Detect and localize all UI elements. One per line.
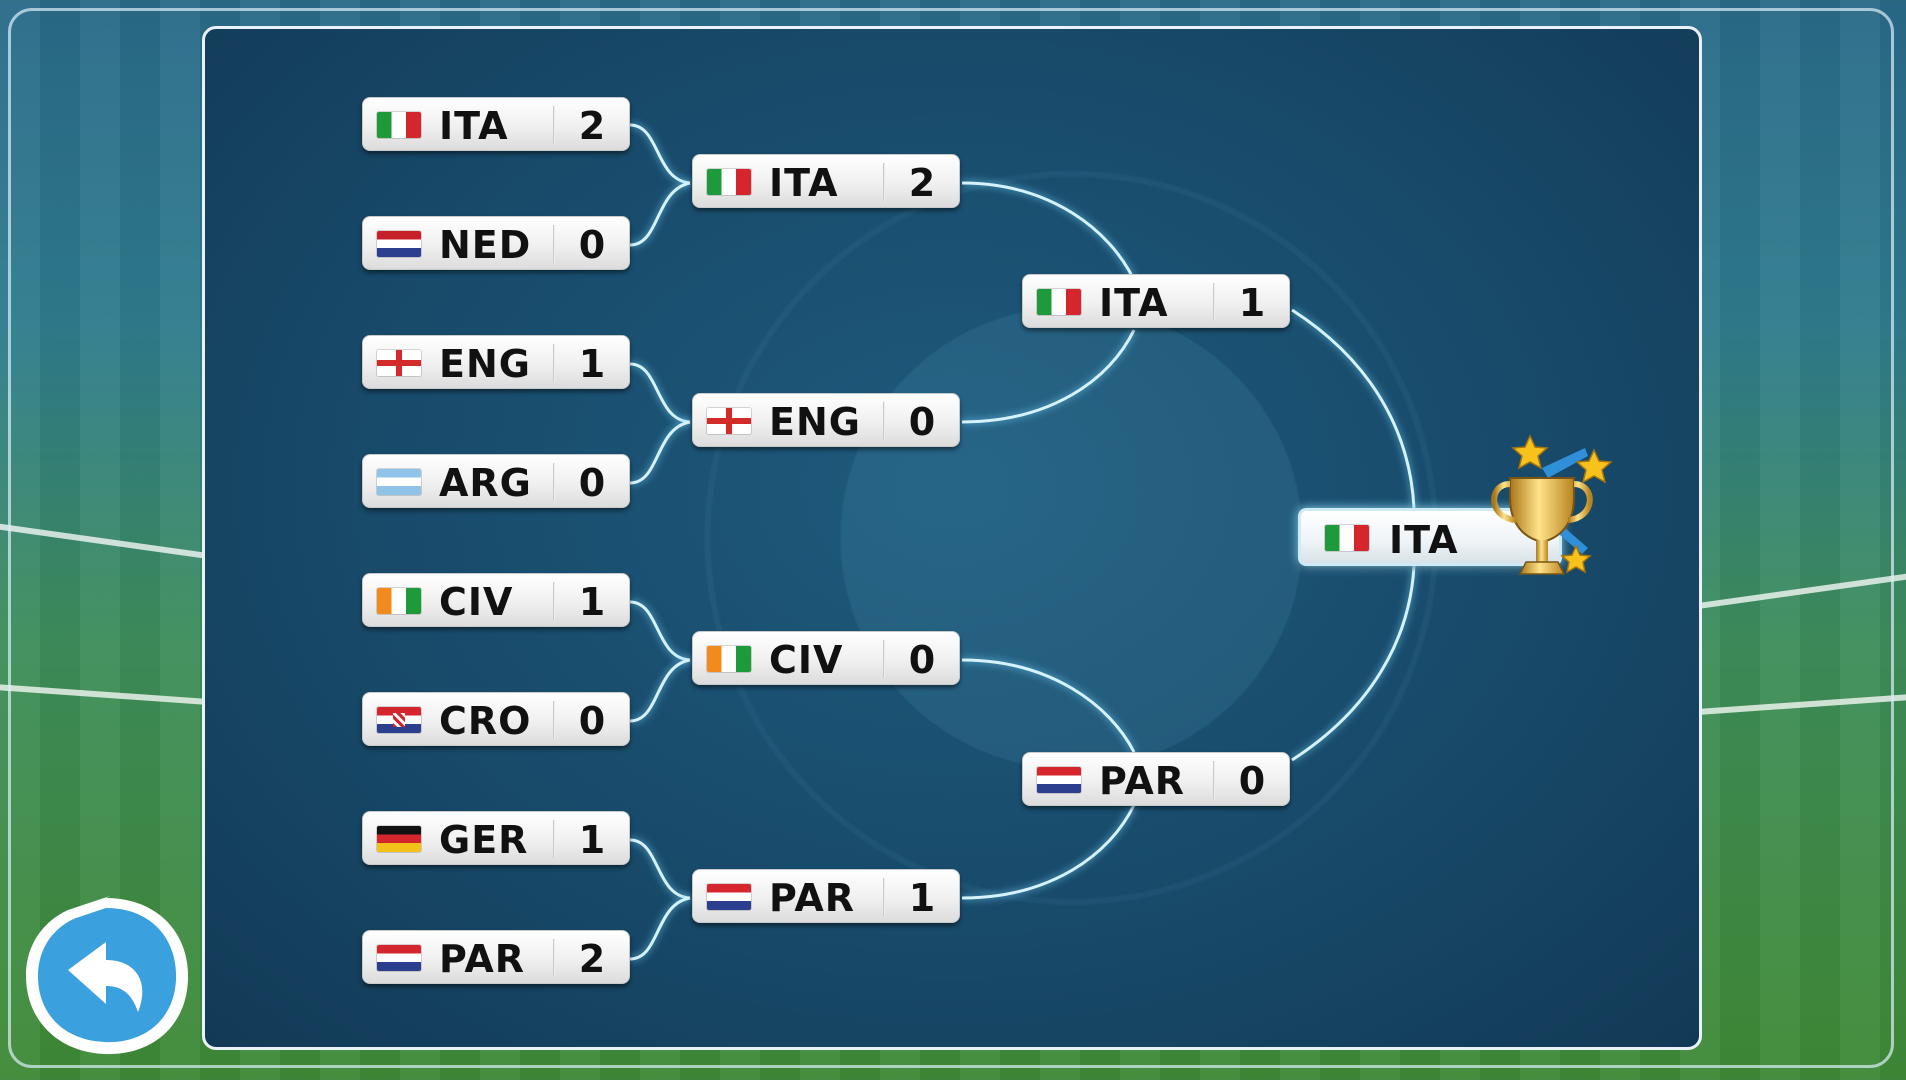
connector (629, 362, 691, 424)
team-score: 2 (908, 161, 936, 205)
champion-slot: ITA (1298, 508, 1562, 566)
team-score: 2 (578, 937, 606, 981)
team-code: PAR (769, 876, 856, 920)
match-slot-r1-3[interactable]: ENG 1 (362, 335, 630, 389)
connector (629, 896, 691, 961)
team-score: 1 (908, 876, 936, 920)
team-code: GER (439, 818, 529, 862)
paraguay-flag-icon (377, 945, 421, 971)
team-score: 1 (578, 818, 606, 862)
italy-flag-icon (1037, 289, 1081, 315)
team-score: 0 (908, 638, 936, 682)
match-slot-r1-7[interactable]: GER 1 (362, 811, 630, 865)
match-slot-r1-8[interactable]: PAR 2 (362, 930, 630, 984)
team-score: 0 (1238, 759, 1266, 803)
italy-flag-icon (1325, 525, 1369, 551)
match-slot-r1-4[interactable]: ARG 0 (362, 454, 630, 508)
connector (1291, 565, 1416, 762)
team-score: 0 (908, 400, 936, 444)
connector (629, 420, 691, 485)
back-arrow-icon (68, 942, 143, 1012)
team-code: ENG (769, 400, 861, 444)
connector (1291, 308, 1416, 509)
connector (629, 658, 691, 723)
match-slot-sf-2[interactable]: ENG 0 (692, 393, 960, 447)
connector (629, 181, 691, 247)
ivory-coast-flag-icon (377, 588, 421, 614)
ivory-coast-flag-icon (707, 646, 751, 672)
match-slot-r1-2[interactable]: NED 0 (362, 216, 630, 270)
argentina-flag-icon (377, 469, 421, 495)
team-score: 1 (1238, 281, 1266, 325)
netherlands-flag-icon (377, 231, 421, 257)
italy-flag-icon (377, 112, 421, 138)
trophy-icon (1491, 434, 1613, 575)
connector (629, 600, 691, 662)
germany-flag-icon (377, 826, 421, 852)
team-score: 1 (578, 342, 606, 386)
paraguay-flag-icon (707, 884, 751, 910)
team-code: NED (439, 223, 532, 267)
connector (629, 123, 691, 185)
match-slot-r1-1[interactable]: ITA 2 (362, 97, 630, 151)
connector (961, 329, 1136, 424)
match-slot-sf-1[interactable]: ITA 2 (692, 154, 960, 208)
team-score: 2 (578, 104, 606, 148)
match-slot-final-1[interactable]: ITA 1 (1022, 274, 1290, 328)
team-score: 0 (578, 223, 606, 267)
match-slot-sf-3[interactable]: CIV 0 (692, 631, 960, 685)
team-code: CIV (439, 580, 514, 624)
outer-frame (8, 8, 1894, 1068)
back-button[interactable] (18, 890, 194, 1060)
connector (629, 838, 691, 900)
paraguay-flag-icon (1037, 767, 1081, 793)
match-slot-r1-6[interactable]: CRO 0 (362, 692, 630, 746)
connector (961, 804, 1136, 900)
team-code: PAR (1099, 759, 1186, 803)
champion-code: ITA (1389, 518, 1459, 562)
italy-flag-icon (707, 169, 751, 195)
team-code: ENG (439, 342, 531, 386)
team-code: ITA (769, 161, 839, 205)
team-code: ITA (1099, 281, 1169, 325)
team-code: CRO (439, 699, 532, 743)
match-slot-final-2[interactable]: PAR 0 (1022, 752, 1290, 806)
connector (961, 658, 1136, 753)
team-code: CIV (769, 638, 844, 682)
team-code: ITA (439, 104, 509, 148)
england-flag-icon (377, 350, 421, 376)
england-flag-icon (707, 408, 751, 434)
match-slot-sf-4[interactable]: PAR 1 (692, 869, 960, 923)
team-score: 0 (578, 461, 606, 505)
team-score: 0 (578, 699, 606, 743)
team-score: 1 (578, 580, 606, 624)
team-code: ARG (439, 461, 532, 505)
croatia-flag-icon (377, 707, 421, 733)
connector (961, 181, 1136, 281)
team-code: PAR (439, 937, 526, 981)
match-slot-r1-5[interactable]: CIV 1 (362, 573, 630, 627)
